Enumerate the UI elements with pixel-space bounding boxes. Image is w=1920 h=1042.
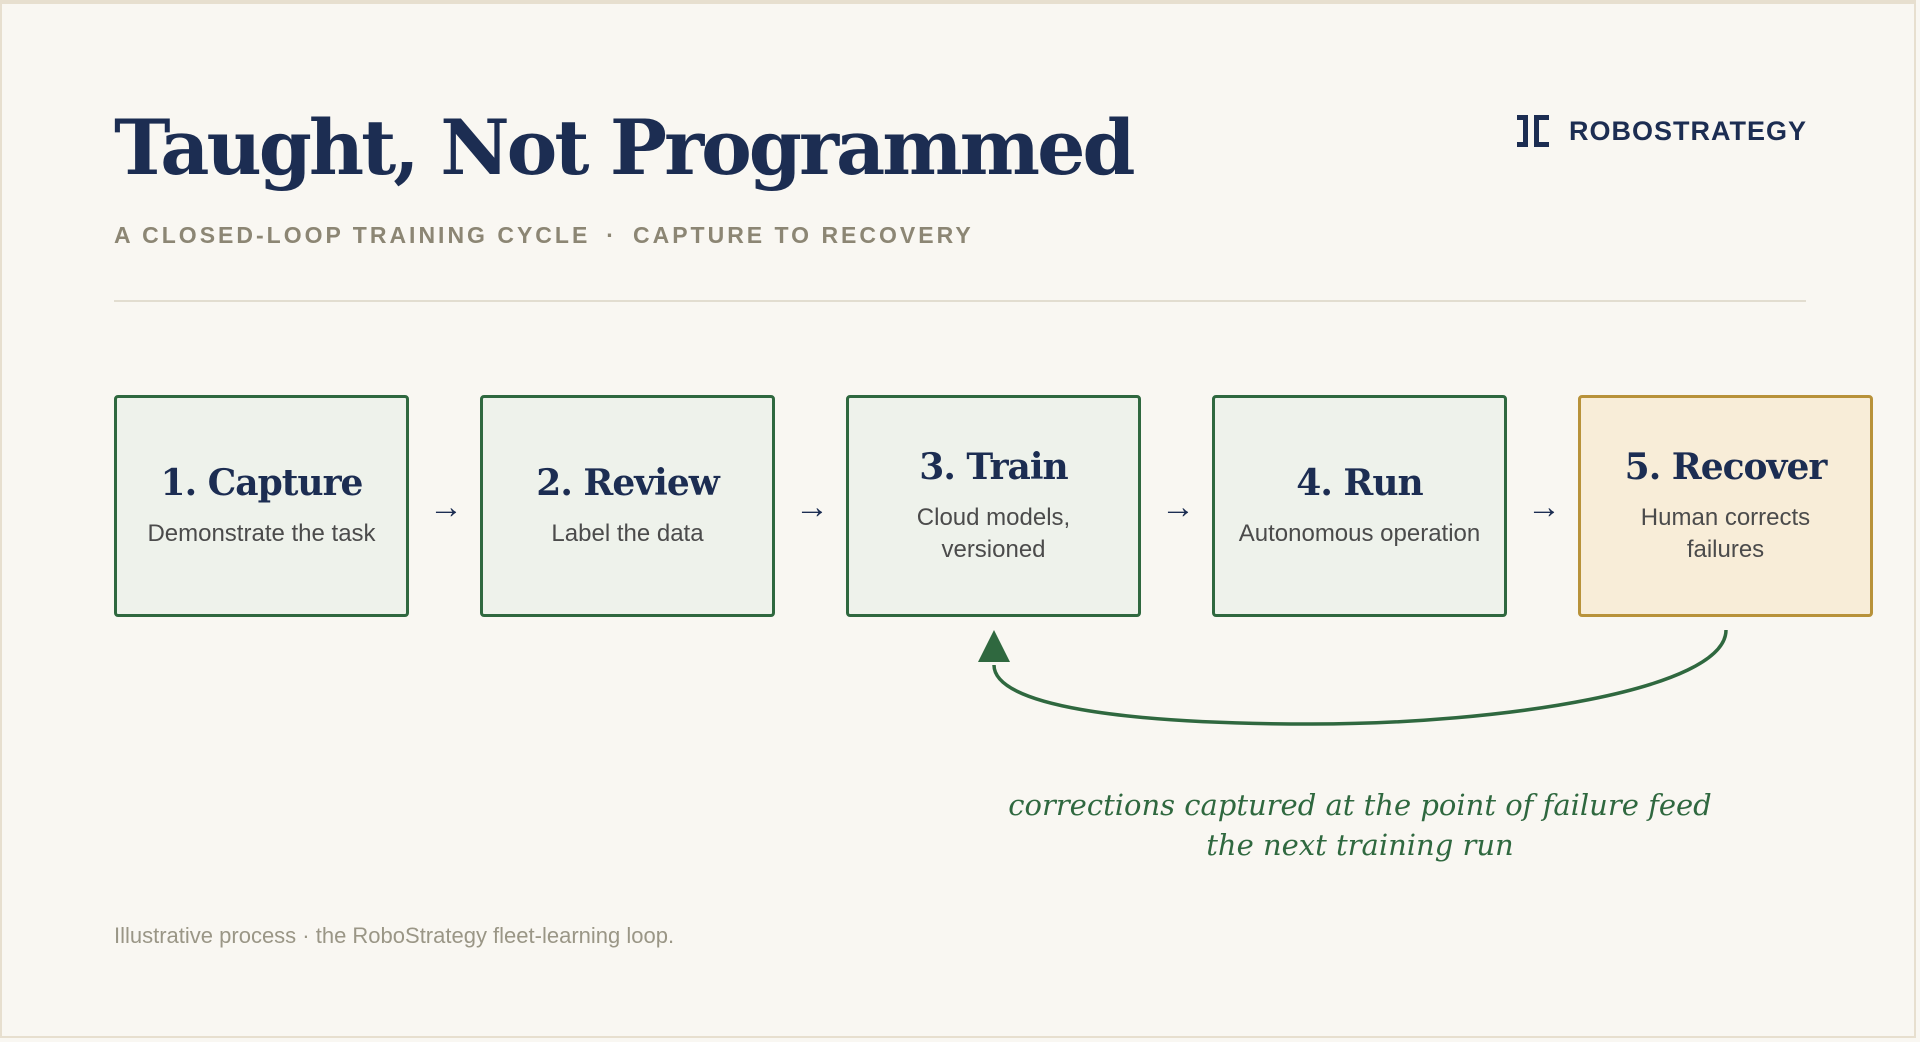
step-description: Demonstrate the task — [147, 520, 376, 547]
subtitle-separator: · — [606, 222, 617, 248]
subtitle-part-1: A CLOSED-LOOP TRAINING CYCLE — [114, 222, 591, 248]
step-description: Autonomous operation — [1238, 520, 1481, 547]
step-title: 1. Capture — [160, 462, 364, 504]
step-title: 2. Review — [536, 462, 719, 504]
bracket-logo-icon — [1516, 115, 1549, 147]
step-description: Human corrects failures — [1640, 504, 1811, 563]
step-title: 3. Train — [919, 446, 1068, 488]
flow-arrow-3: → — [1161, 488, 1195, 526]
flow-arrow-1: → — [429, 488, 463, 526]
step-title: 5. Recover — [1624, 446, 1828, 488]
step-recover: 5. Recover Human corrects failures — [1578, 395, 1873, 617]
step-run: 4. Run Autonomous operation — [1212, 395, 1507, 617]
brand-logo: ROBOSTRATEGY — [1515, 113, 1807, 149]
page-title: Taught, Not Programmed — [114, 103, 1136, 192]
footnote: Illustrative process · the RoboStrategy … — [114, 923, 675, 948]
step-title: 4. Run — [1296, 462, 1423, 504]
loop-caption: corrections captured at the point of fai… — [1008, 788, 1712, 862]
step-description: Label the data — [551, 520, 704, 547]
subtitle-part-2: CAPTURE TO RECOVERY — [632, 222, 974, 248]
flow-arrow-4: → — [1527, 488, 1561, 526]
page-subtitle: A CLOSED-LOOP TRAINING CYCLE · CAPTURE TO … — [114, 222, 974, 249]
feedback-loop-line — [992, 629, 1728, 726]
header-divider — [114, 300, 1806, 302]
step-capture: 1. Capture Demonstrate the task — [114, 395, 409, 617]
feedback-loop-arrowhead — [978, 630, 1010, 662]
brand-name: ROBOSTRATEGY — [1568, 115, 1807, 146]
step-train: 3. Train Cloud models, versioned — [846, 395, 1141, 617]
flow-arrow-2: → — [795, 488, 829, 526]
step-review: 2. Review Label the data — [480, 395, 775, 617]
step-description: Cloud models, versioned — [916, 504, 1071, 563]
